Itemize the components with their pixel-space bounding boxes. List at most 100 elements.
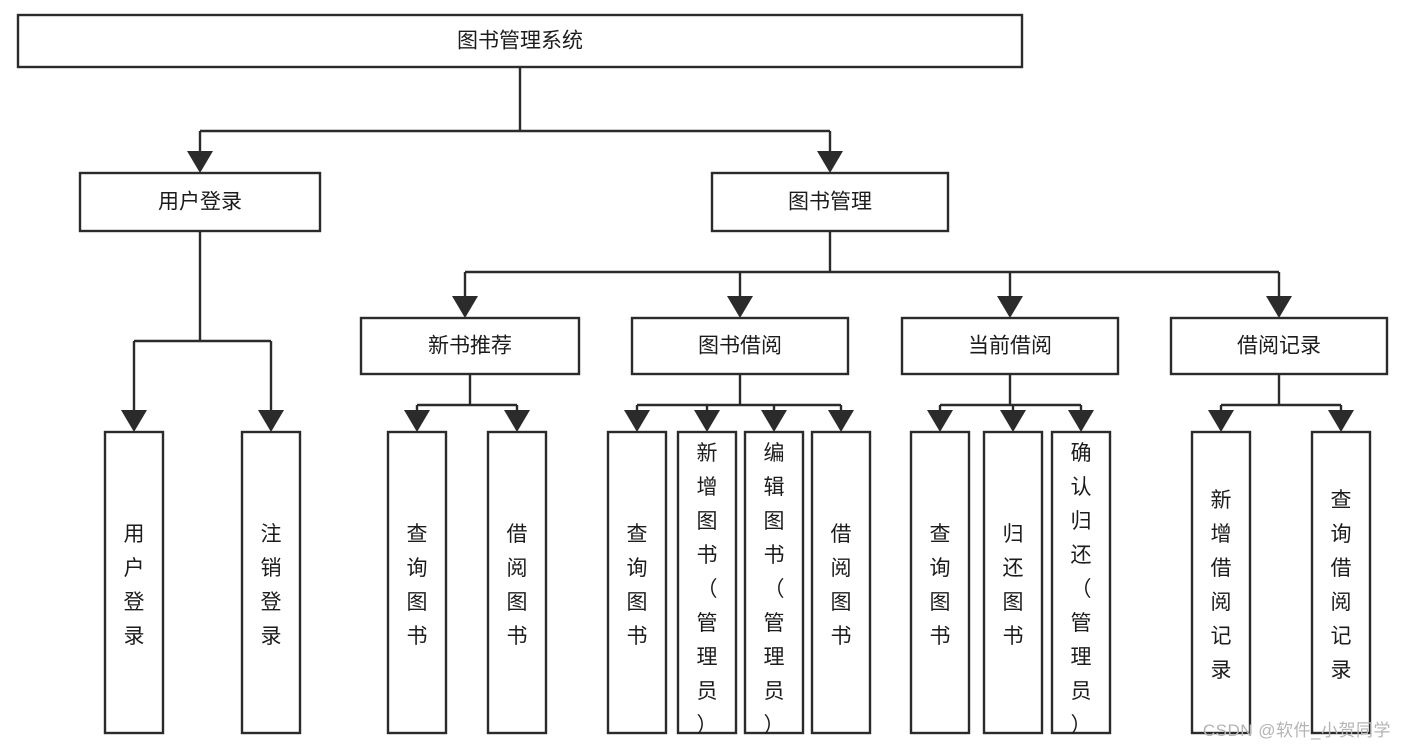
arrow-head-icon: [1000, 410, 1026, 432]
connector-record-to-leaf1: [1208, 405, 1234, 432]
connector-user-login-to-leaf2: [258, 341, 284, 432]
connector-bus-to-borrow: [727, 272, 753, 318]
node-leaf-2[interactable]: 注销登录: [240, 430, 302, 735]
node-level2-2[interactable]: 图书管理: [710, 171, 950, 233]
csdn-watermark: CSDN @软件_小贺同学: [1202, 721, 1391, 740]
node-level2-1[interactable]: 用户登录: [78, 171, 322, 233]
node-leaf-13[interactable]: 查询借阅记录: [1310, 430, 1372, 735]
node-leaf-4[interactable]: 借阅图书: [486, 430, 548, 735]
connector-bus-to-new-book: [452, 272, 478, 318]
node-box[interactable]: [909, 430, 971, 735]
node-box[interactable]: [606, 430, 668, 735]
node-label: 当前借阅: [968, 335, 1052, 358]
node-box[interactable]: [16, 13, 1024, 69]
node-level3-1[interactable]: 新书推荐: [359, 316, 581, 376]
node-leaf-6[interactable]: 新增图书（管理员）: [676, 430, 738, 737]
node-label: 查询图书: [627, 523, 648, 648]
node-box[interactable]: [103, 430, 165, 735]
connector-new-book-to-leaf2: [504, 405, 530, 432]
connector-bus-to-current: [997, 272, 1023, 318]
connector-current-to-leaf2: [1000, 405, 1026, 432]
node-box[interactable]: [240, 430, 302, 735]
node-leaf-5[interactable]: 查询图书: [606, 430, 668, 735]
arrow-head-icon: [624, 410, 650, 432]
node-label: 用户登录: [158, 191, 242, 214]
node-box[interactable]: [900, 316, 1120, 376]
node-level3-2[interactable]: 图书借阅: [630, 316, 850, 376]
connector-user-login-to-leaf1: [121, 341, 147, 432]
node-label: 借阅图书: [831, 523, 852, 648]
node-box[interactable]: [1310, 430, 1372, 735]
node-box[interactable]: [1169, 316, 1389, 376]
arrow-head-icon: [1068, 410, 1094, 432]
node-label: 新增借阅记录: [1211, 489, 1232, 682]
arrow-head-icon: [187, 151, 213, 173]
arrow-head-icon: [817, 151, 843, 173]
node-level3-3[interactable]: 当前借阅: [900, 316, 1120, 376]
node-box[interactable]: [359, 316, 581, 376]
arrow-head-icon: [927, 410, 953, 432]
node-box[interactable]: [710, 171, 950, 233]
node-box[interactable]: [78, 171, 322, 233]
connector-new-book-to-leaf1: [404, 405, 430, 432]
connector-record-to-leaf2: [1328, 405, 1354, 432]
arrow-head-icon: [727, 296, 753, 318]
arrow-head-icon: [997, 296, 1023, 318]
node-box[interactable]: [486, 430, 548, 735]
node-label: 编辑图书（管理员）: [764, 442, 785, 737]
connector-layer: [121, 67, 1354, 432]
node-label: 图书管理: [788, 191, 872, 214]
node-box[interactable]: [810, 430, 872, 735]
node-box[interactable]: [1050, 430, 1112, 735]
node-leaf-11[interactable]: 确认归还（管理员）: [1050, 430, 1112, 737]
node-box[interactable]: [982, 430, 1044, 735]
arrow-head-icon: [504, 410, 530, 432]
connector-bus-to-book-manage: [817, 131, 843, 173]
node-label: 查询图书: [930, 523, 951, 648]
node-box[interactable]: [743, 430, 805, 735]
node-label: 确认归还（管理员）: [1071, 442, 1092, 737]
arrow-head-icon: [761, 410, 787, 432]
node-leaf-12[interactable]: 新增借阅记录: [1190, 430, 1252, 735]
node-label: 用户登录: [124, 523, 145, 648]
arrow-head-icon: [404, 410, 430, 432]
node-label: 查询图书: [407, 523, 428, 648]
node-root-system[interactable]: 图书管理系统: [16, 13, 1024, 69]
arrow-head-icon: [1328, 410, 1354, 432]
node-leaf-9[interactable]: 查询图书: [909, 430, 971, 735]
node-leaf-7[interactable]: 编辑图书（管理员）: [743, 430, 805, 737]
connector-borrow-to-leaf3: [761, 405, 787, 432]
connector-borrow-to-leaf2: [694, 405, 720, 432]
node-box[interactable]: [630, 316, 850, 376]
node-leaf-8[interactable]: 借阅图书: [810, 430, 872, 735]
node-label: 注销登录: [261, 523, 282, 648]
node-box[interactable]: [676, 430, 738, 735]
connector-bus-to-user-login: [187, 131, 213, 173]
node-layer: 图书管理系统用户登录图书管理新书推荐图书借阅当前借阅借阅记录用户登录注销登录查询…: [16, 13, 1389, 737]
node-label: 归还图书: [1003, 523, 1024, 648]
arrow-head-icon: [1208, 410, 1234, 432]
node-leaf-3[interactable]: 查询图书: [386, 430, 448, 735]
node-leaf-1[interactable]: 用户登录: [103, 430, 165, 735]
connector-borrow-to-leaf1: [624, 405, 650, 432]
node-leaf-10[interactable]: 归还图书: [982, 430, 1044, 735]
connector-current-to-leaf3: [1068, 405, 1094, 432]
arrow-head-icon: [828, 410, 854, 432]
arrow-head-icon: [694, 410, 720, 432]
node-label: 新书推荐: [428, 335, 512, 358]
node-label: 借阅图书: [507, 523, 528, 648]
connector-borrow-to-leaf4: [828, 405, 854, 432]
node-box[interactable]: [386, 430, 448, 735]
node-label: 新增图书（管理员）: [697, 442, 718, 737]
node-box[interactable]: [1190, 430, 1252, 735]
arrow-head-icon: [121, 410, 147, 432]
arrow-head-icon: [258, 410, 284, 432]
connector-current-to-leaf1: [927, 405, 953, 432]
node-level3-4[interactable]: 借阅记录: [1169, 316, 1389, 376]
arrow-head-icon: [1266, 296, 1292, 318]
node-label: 图书借阅: [698, 335, 782, 358]
connector-bus-to-record: [1266, 272, 1292, 318]
arrow-head-icon: [452, 296, 478, 318]
